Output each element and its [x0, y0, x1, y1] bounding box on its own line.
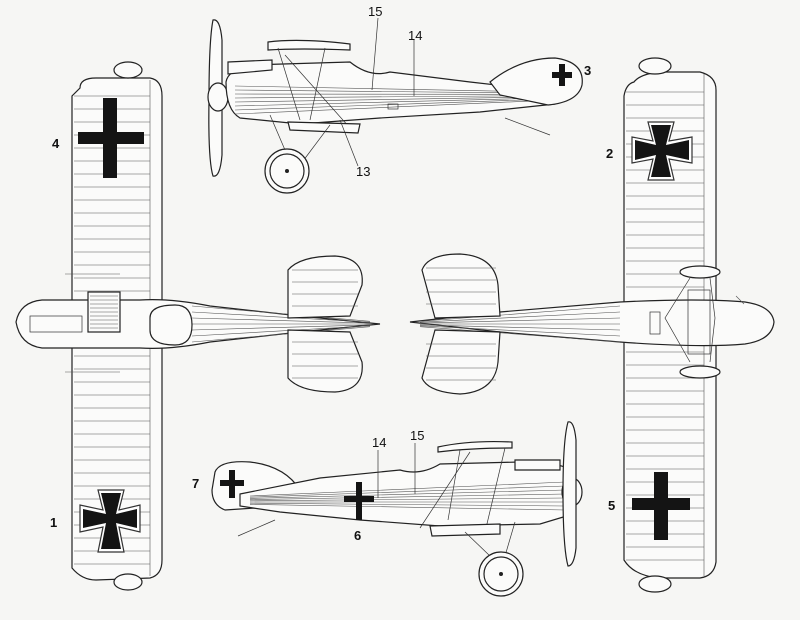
callout-15-bottom: 15: [410, 428, 424, 443]
propeller-blade-bottom: [563, 422, 576, 566]
callout-3: 3: [584, 63, 591, 78]
callout-6: 6: [354, 528, 361, 543]
callout-4: 4: [52, 136, 60, 151]
callout-5: 5: [608, 498, 615, 513]
upper-wing-profile-bottom: [438, 442, 512, 452]
engine-cowling-bottom: [515, 460, 560, 470]
callout-14-bottom: 14: [372, 435, 386, 450]
cockpit-opening: [150, 305, 192, 345]
callout-14-top: 14: [408, 28, 422, 43]
side-profile-left: [208, 18, 582, 193]
callout-7: 7: [192, 476, 199, 491]
callout-2: 2: [606, 146, 613, 161]
lower-wing-profile: [288, 122, 360, 133]
tailplane-upper: [422, 254, 500, 318]
tailplane-lower: [422, 330, 500, 394]
callout-13: 13: [356, 164, 370, 179]
upper-wing-profile: [268, 40, 350, 50]
callout-15-top: 15: [368, 4, 382, 19]
side-profile-right: [212, 422, 582, 596]
callout-1: 1: [50, 515, 57, 530]
spinner: [208, 83, 228, 111]
tailplane-left: [288, 256, 362, 318]
tailplane-right: [288, 330, 362, 392]
lower-wing-profile-bottom: [430, 524, 500, 536]
